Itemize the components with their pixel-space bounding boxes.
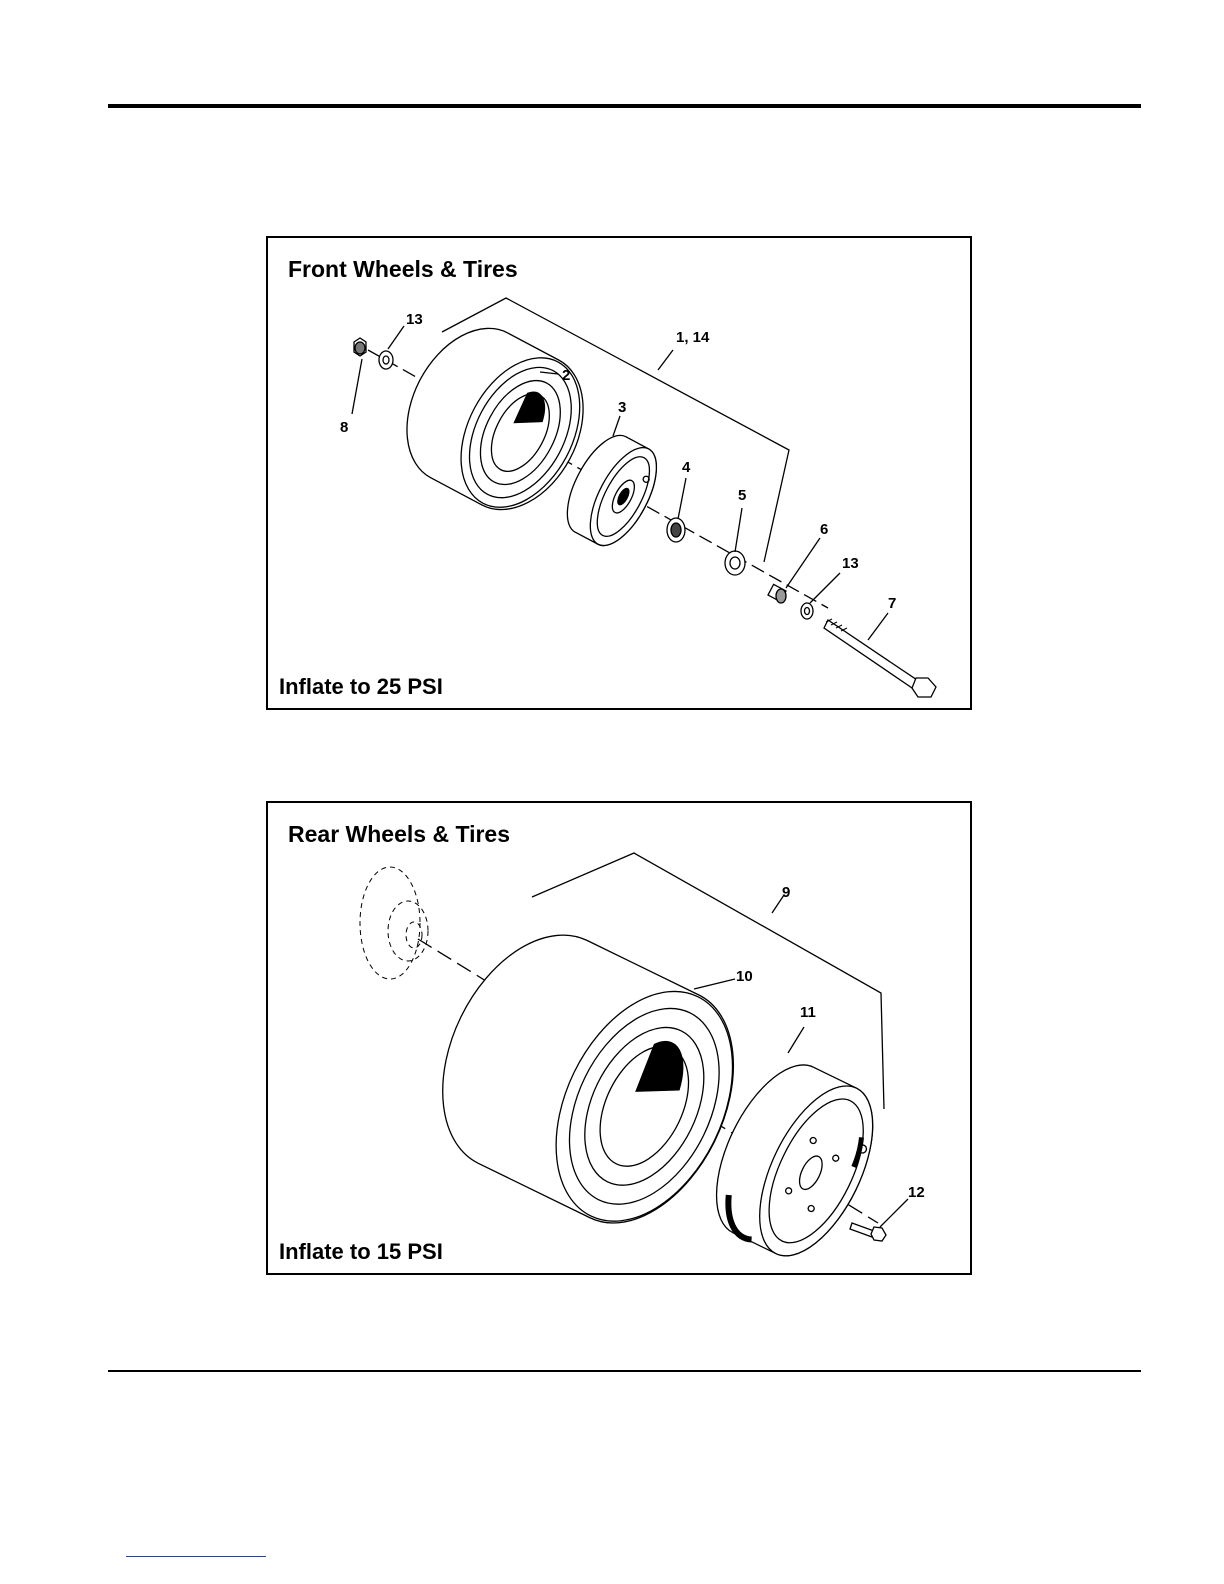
- rear-wheels-diagram: Rear Wheels & Tires: [266, 801, 972, 1275]
- callout-4: 4: [682, 459, 691, 476]
- front-bushing: [768, 584, 786, 603]
- callout-11: 11: [800, 1004, 816, 1021]
- front-axle-bolt: [824, 619, 936, 697]
- front-wheels-diagram: Front Wheels & Tires: [266, 236, 972, 710]
- front-left-washer: [379, 351, 393, 369]
- front-inflation-note: Inflate to 25 PSI: [279, 674, 443, 700]
- front-wheel-exploded-view: 13 8 2 3 1, 14 4 5 6 13 7: [268, 238, 970, 708]
- front-right-washer: [801, 603, 813, 619]
- callout-2: 2: [562, 367, 570, 384]
- leader-7: [868, 613, 888, 640]
- rear-axle-hub: [360, 867, 428, 979]
- rear-tire: [407, 905, 770, 1252]
- callout-8: 8: [340, 419, 348, 436]
- leader-10: [694, 979, 735, 989]
- callout-7: 7: [888, 595, 896, 612]
- leader-6: [786, 538, 820, 588]
- callout-10: 10: [736, 968, 753, 985]
- callout-5: 5: [738, 487, 746, 504]
- rear-wheel-exploded-view: 9 10 11 12: [268, 803, 970, 1273]
- header-rule: [108, 104, 1141, 108]
- callout-1-14: 1, 14: [676, 329, 710, 346]
- leader-4: [678, 478, 686, 519]
- leader-1-14: [658, 350, 673, 370]
- callout-3: 3: [618, 399, 626, 416]
- leader-11: [788, 1027, 804, 1053]
- leader-5: [735, 508, 742, 552]
- front-left-nut: [354, 338, 366, 356]
- leader-8: [352, 359, 362, 414]
- rear-inflation-note: Inflate to 15 PSI: [279, 1239, 443, 1265]
- leader-3: [613, 416, 620, 436]
- callout-12: 12: [908, 1184, 925, 1201]
- leader-13a: [388, 326, 404, 349]
- leader-13b: [810, 573, 840, 603]
- callout-13-upper: 13: [406, 311, 423, 328]
- front-bearing: [667, 518, 685, 542]
- callout-13-lower: 13: [842, 555, 859, 572]
- footer-rule: [108, 1370, 1141, 1372]
- leader-12: [880, 1199, 908, 1227]
- callout-9: 9: [782, 884, 790, 901]
- callout-6: 6: [820, 521, 828, 538]
- footer-link-underline[interactable]: [126, 1556, 266, 1557]
- front-spacer: [725, 551, 745, 575]
